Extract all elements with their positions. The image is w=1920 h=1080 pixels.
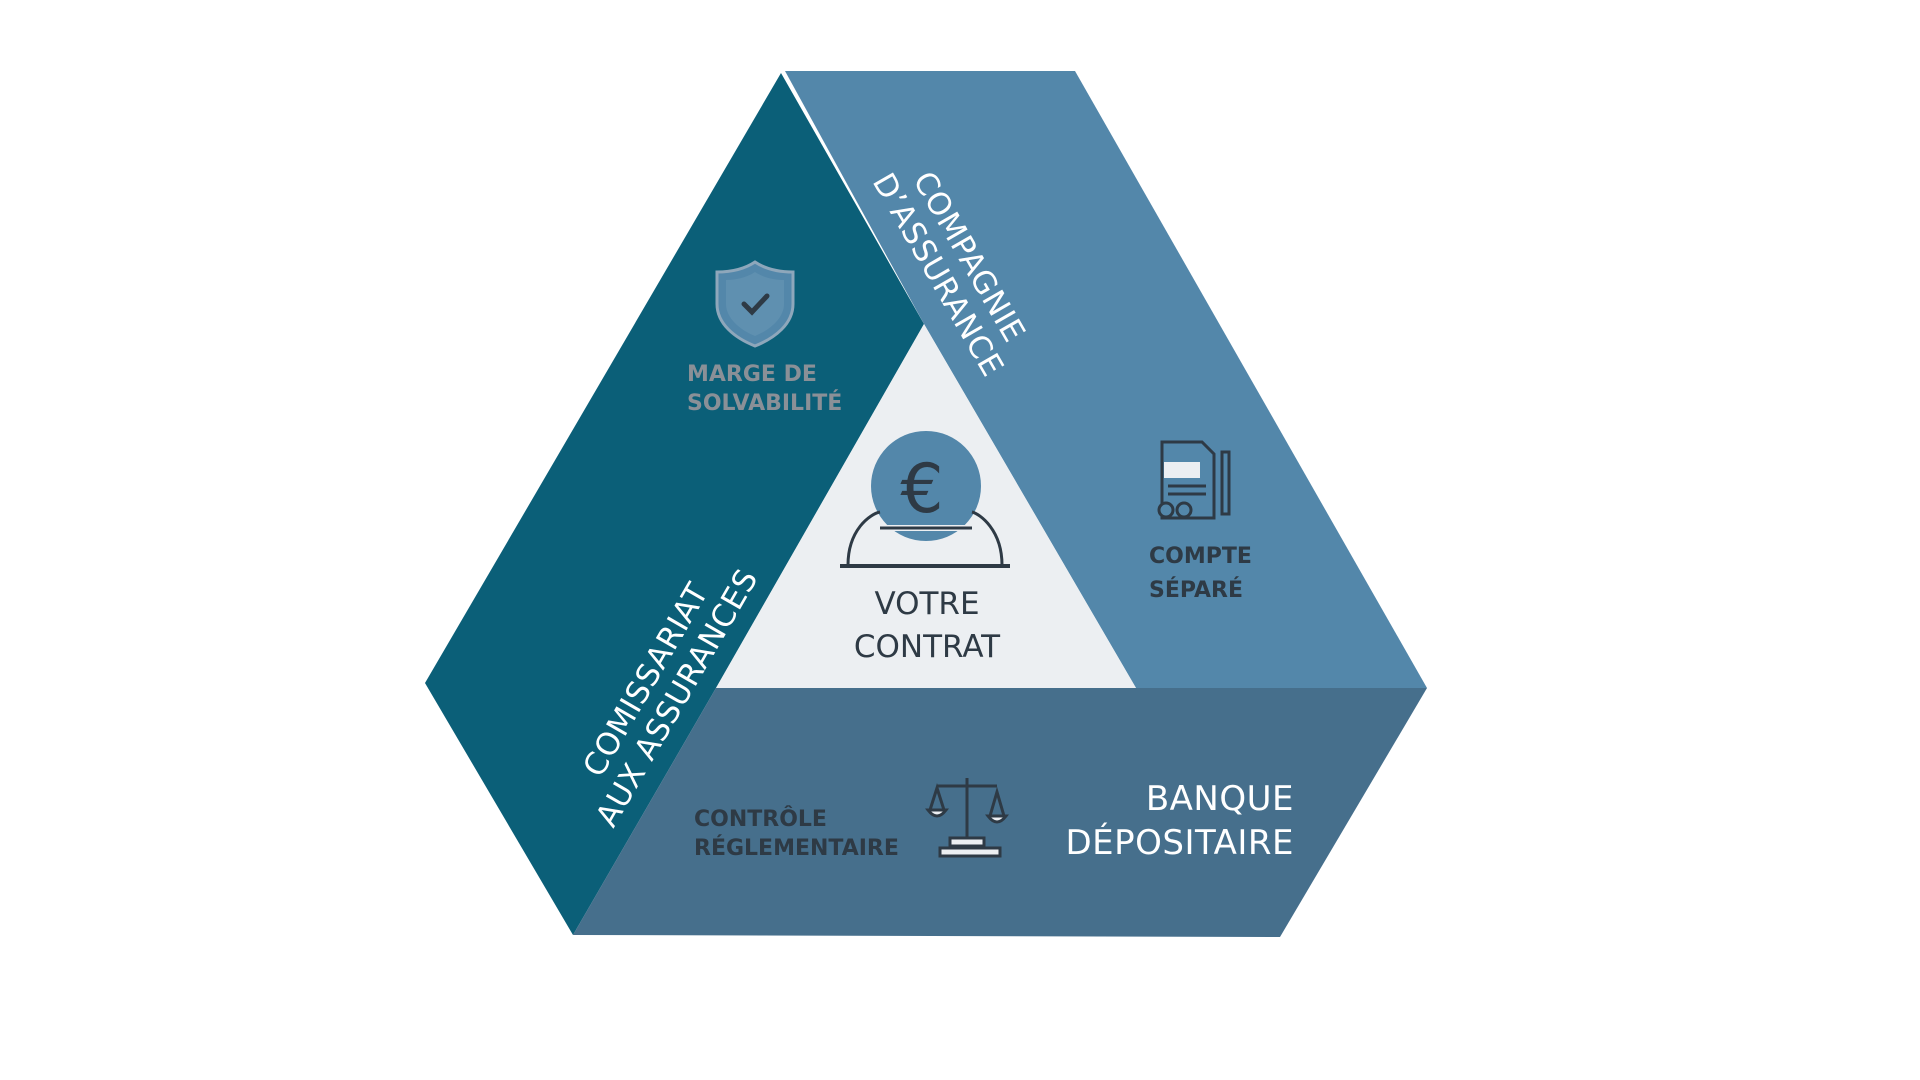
svg-text:€: €: [900, 450, 943, 529]
svg-text:SÉPARÉ: SÉPARÉ: [1149, 577, 1243, 603]
svg-text:BANQUE: BANQUE: [1146, 779, 1294, 819]
svg-text:CONTRÔLE: CONTRÔLE: [694, 806, 827, 832]
feature-compte-separe: COMPTE SÉPARÉ: [1149, 544, 1252, 603]
scales-icon: [924, 778, 1010, 858]
svg-text:DÉPOSITAIRE: DÉPOSITAIRE: [1065, 822, 1294, 863]
svg-text:COMPTE: COMPTE: [1149, 544, 1252, 569]
center-votre-contrat: VOTRE CONTRAT: [854, 586, 1001, 665]
band-bottom: [573, 688, 1427, 937]
svg-text:CONTRAT: CONTRAT: [854, 629, 1001, 665]
band-title-banque: BANQUE DÉPOSITAIRE: [1065, 779, 1294, 863]
document-glasses-icon: [1157, 440, 1231, 520]
svg-text:MARGE DE: MARGE DE: [687, 362, 817, 387]
feature-marge-solvabilite: MARGE DE SOLVABILITÉ: [687, 362, 842, 416]
svg-text:VOTRE: VOTRE: [874, 586, 979, 622]
band-top-right: [785, 71, 1427, 688]
euro-coin-icon: €: [840, 431, 1010, 568]
svg-text:SOLVABILITÉ: SOLVABILITÉ: [687, 390, 842, 416]
feature-controle-reglementaire: CONTRÔLE RÉGLEMENTAIRE: [694, 806, 899, 861]
band-left: [425, 73, 924, 935]
shield-check-icon: [715, 260, 795, 348]
svg-text:RÉGLEMENTAIRE: RÉGLEMENTAIRE: [694, 835, 899, 861]
